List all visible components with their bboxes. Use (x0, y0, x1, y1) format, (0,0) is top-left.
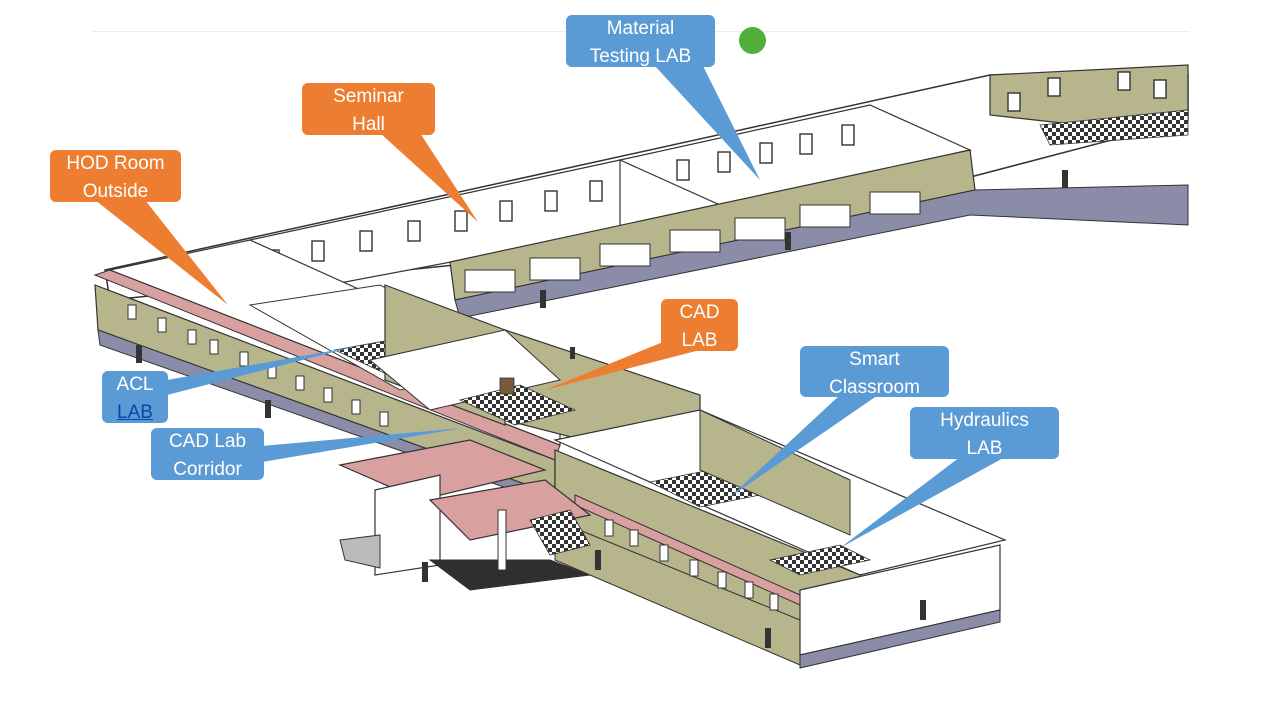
callout-line-2: Classroom (829, 377, 920, 398)
callout-line-1: HOD Room (66, 153, 165, 174)
callout-line-2: Hall (352, 114, 385, 135)
back-wing (104, 64, 1189, 319)
callout-line-2: Outside (82, 181, 149, 202)
callout-acl-lab: ACL LAB (102, 371, 168, 423)
callout-line-2: Testing LAB (589, 46, 692, 67)
entrance-porch (337, 439, 592, 591)
right-wing (553, 409, 1007, 669)
callout-cad-lab-corridor: CAD Lab Corridor (151, 428, 264, 480)
callout-line-2: LAB (966, 438, 1003, 459)
right-wing-windows (604, 519, 779, 611)
left-wing-windows (127, 304, 389, 427)
back-corridor-openings (464, 191, 921, 293)
acl-lab-link[interactable]: LAB (117, 402, 153, 423)
callout-smart-classroom: Smart Classroom (800, 346, 949, 398)
callout-seminar-hall: Seminar Hall (302, 83, 435, 135)
callout-line-1: CAD Lab (168, 431, 247, 452)
callout-line-1: CAD (679, 302, 720, 323)
callout-line-1: Material (606, 18, 675, 39)
human-figures (136, 170, 1068, 648)
callout-material-testing-lab: Material Testing LAB (566, 15, 715, 67)
callout-line-1: ACL (116, 374, 154, 395)
callout-line-2: LAB (681, 330, 718, 351)
callout-cad-lab: CAD LAB (661, 299, 738, 351)
green-indicator-dot (739, 27, 766, 54)
callout-pointers (95, 66, 1005, 548)
callout-line-2: Corridor (173, 459, 242, 480)
callout-line-1: Hydraulics (940, 410, 1029, 431)
callout-line-1: Smart (849, 349, 900, 370)
callout-hod-room-outside: HOD Room Outside (50, 150, 181, 202)
callout-line-1: Seminar (333, 86, 404, 107)
callout-hydraulics-lab: Hydraulics LAB (910, 407, 1059, 459)
